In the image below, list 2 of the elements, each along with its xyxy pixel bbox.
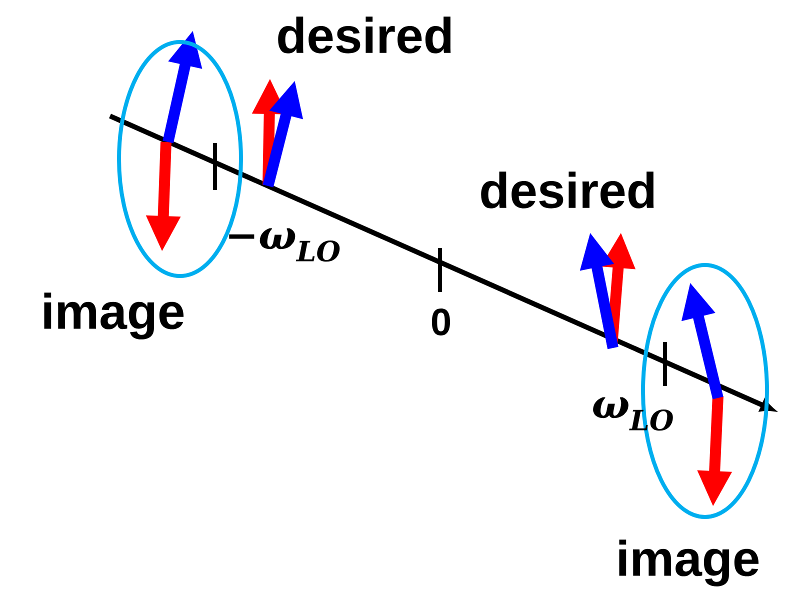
annotation-label: image xyxy=(619,540,759,586)
annotation-label: desired xyxy=(278,16,451,54)
